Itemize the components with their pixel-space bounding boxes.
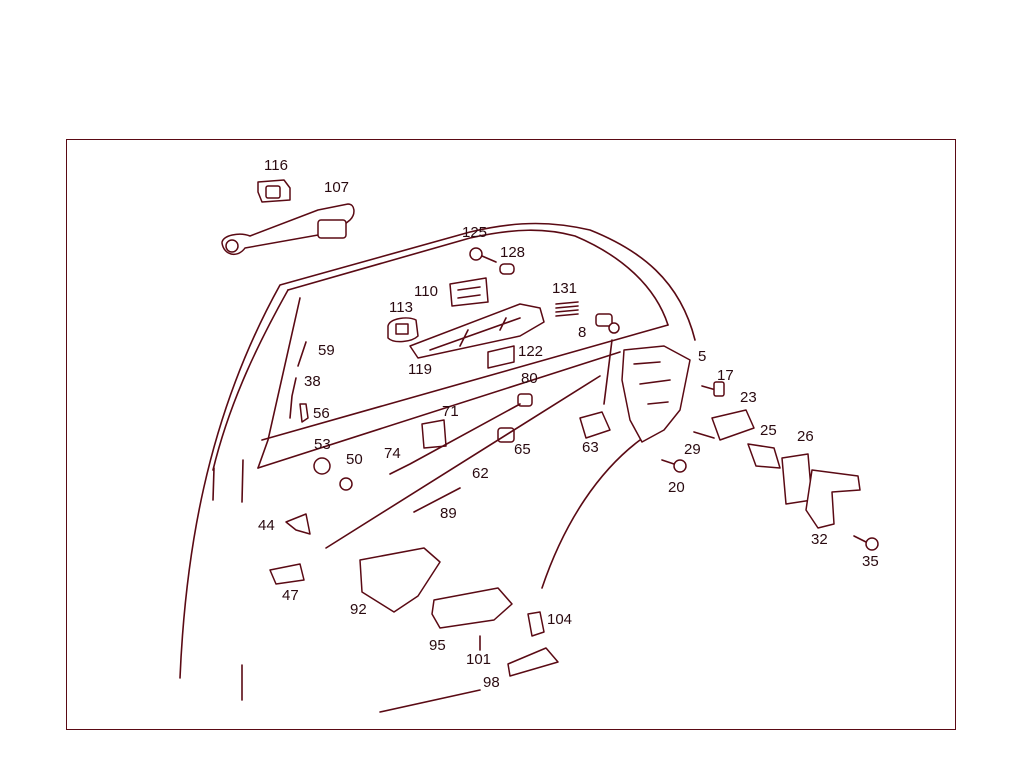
label-63: 63 [582, 439, 599, 456]
part-80-clip[interactable] [517, 393, 533, 407]
part-38-rod[interactable] [289, 377, 297, 419]
part-23-plate[interactable] [711, 409, 755, 441]
label-5: 5 [698, 348, 707, 365]
label-53: 53 [314, 436, 331, 453]
part-95-inner-handle[interactable] [431, 587, 513, 629]
label-110: 110 [414, 283, 438, 300]
part-35-screw[interactable] [853, 535, 879, 551]
door-outline [179, 222, 696, 713]
part-25-wedge[interactable] [747, 443, 781, 469]
label-59: 59 [318, 342, 335, 359]
label-47: 47 [282, 587, 299, 604]
diagram-frame [66, 139, 956, 730]
part-122-clip[interactable] [487, 345, 515, 369]
label-119: 119 [408, 361, 432, 378]
label-26: 26 [797, 428, 814, 445]
part-89-strip[interactable] [413, 487, 461, 513]
part-53-grommet[interactable] [313, 457, 331, 475]
part-62-rod[interactable] [325, 375, 601, 549]
label-125: 125 [462, 224, 488, 241]
label-74: 74 [384, 445, 401, 462]
part-131-spring[interactable] [555, 301, 579, 317]
part-125-screw[interactable] [469, 247, 497, 263]
part-110-cover[interactable] [449, 277, 489, 307]
part-8-cylinder[interactable] [595, 313, 620, 334]
part-128-pin[interactable] [499, 263, 515, 275]
label-20: 20 [668, 479, 685, 496]
label-8: 8 [578, 324, 587, 341]
label-71: 71 [442, 403, 459, 420]
part-44-lever[interactable] [285, 513, 311, 535]
label-62: 62 [472, 465, 489, 482]
part-56-clip[interactable] [299, 403, 309, 423]
part-47-switch[interactable] [269, 563, 305, 585]
label-50: 50 [346, 451, 363, 468]
part-113-bezel[interactable] [387, 317, 419, 343]
label-101: 101 [466, 651, 492, 668]
label-122: 122 [518, 343, 544, 360]
part-107-door-handle[interactable] [221, 203, 355, 255]
part-63-actuator[interactable] [579, 339, 613, 439]
label-131: 131 [552, 280, 578, 297]
part-119-handle-frame[interactable] [409, 303, 545, 359]
part-71-bracket[interactable] [421, 419, 447, 449]
part-32-striker[interactable] [805, 469, 861, 529]
label-128: 128 [500, 244, 526, 261]
part-104-cap[interactable] [527, 611, 545, 637]
label-98: 98 [483, 674, 500, 691]
label-17: 17 [717, 367, 734, 384]
part-17-screw[interactable] [701, 381, 725, 397]
part-92-inner-handle[interactable] [359, 547, 441, 613]
part-29-screw[interactable] [693, 431, 715, 439]
part-74-rod[interactable] [389, 403, 521, 475]
part-116-handle-cap[interactable] [257, 179, 291, 203]
part-20-screw[interactable] [661, 459, 687, 473]
part-5-lock[interactable] [621, 345, 691, 443]
label-29: 29 [684, 441, 701, 458]
label-25: 25 [760, 422, 777, 439]
label-95: 95 [429, 637, 446, 654]
label-35: 35 [862, 553, 879, 570]
label-89: 89 [440, 505, 457, 522]
label-107: 107 [324, 179, 350, 196]
label-56: 56 [313, 405, 330, 422]
label-38: 38 [304, 373, 321, 390]
label-23: 23 [740, 389, 757, 406]
label-65: 65 [514, 441, 531, 458]
part-59-rod[interactable] [297, 341, 307, 367]
label-80: 80 [521, 370, 538, 387]
part-98-trim[interactable] [507, 647, 559, 677]
label-104: 104 [547, 611, 573, 628]
part-50-plug[interactable] [339, 477, 353, 491]
label-116: 116 [264, 157, 288, 174]
label-44: 44 [258, 517, 275, 534]
label-113: 113 [389, 299, 413, 316]
label-32: 32 [811, 531, 828, 548]
label-92: 92 [350, 601, 367, 618]
